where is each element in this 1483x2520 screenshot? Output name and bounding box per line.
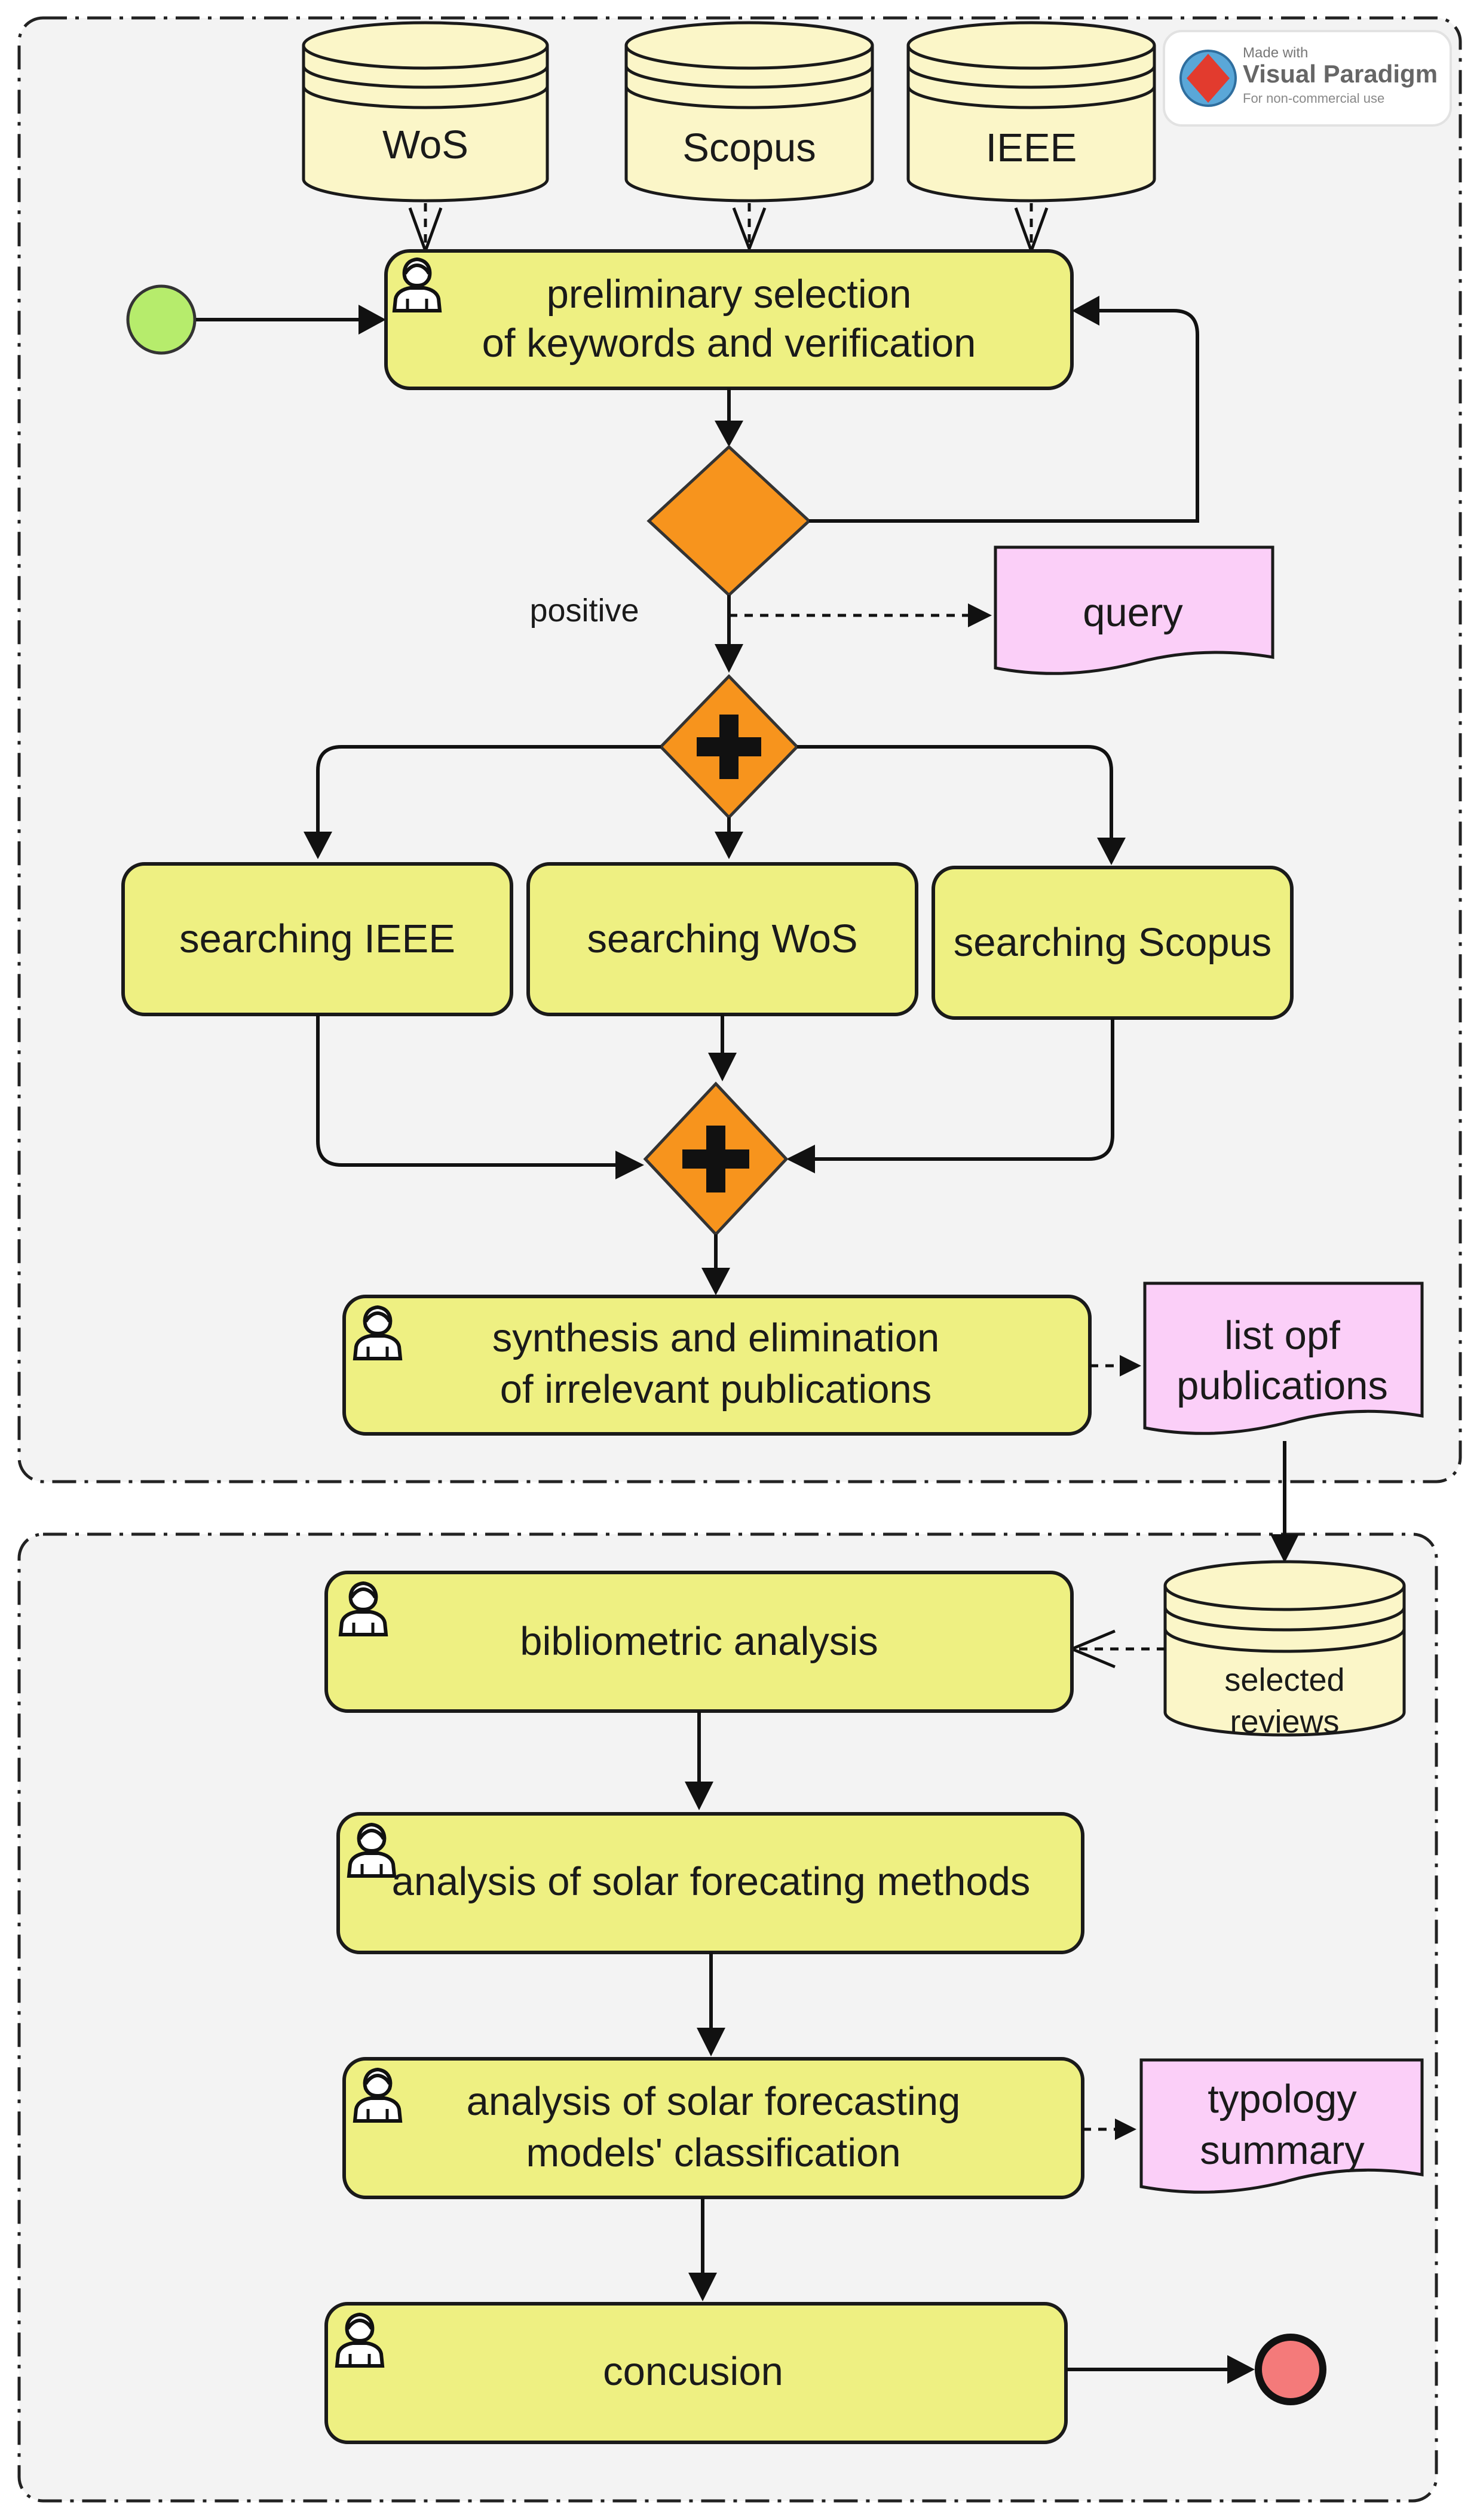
document-typology-summary: typology summary bbox=[1139, 2058, 1424, 2194]
svg-text:typology: typology bbox=[1208, 2077, 1357, 2122]
flow-conclusion-to-end bbox=[1066, 2355, 1255, 2384]
task-searching-ieee[interactable]: searching IEEE bbox=[121, 862, 513, 1016]
visual-paradigm-watermark: Made with Visual Paradigm For non-commer… bbox=[1163, 30, 1452, 127]
svg-text:reviews: reviews bbox=[1230, 1704, 1339, 1740]
svg-text:analysis of solar forecasting: analysis of solar forecasting bbox=[467, 2079, 961, 2124]
positive-label: positive bbox=[529, 593, 639, 629]
flow-loop-back bbox=[809, 296, 1199, 523]
task-searching-wos[interactable]: searching WoS bbox=[526, 862, 918, 1016]
svg-text:selected: selected bbox=[1224, 1662, 1344, 1698]
svg-text:For non-commercial use: For non-commercial use bbox=[1243, 91, 1384, 106]
datastore-label: WoS bbox=[382, 122, 468, 167]
flows-fork-to-searches bbox=[304, 745, 1126, 865]
association-to-list bbox=[1090, 1355, 1141, 1377]
svg-text:of irrelevant publications: of irrelevant publications bbox=[500, 1367, 932, 1412]
task-conclusion[interactable]: concusion bbox=[324, 2302, 1068, 2444]
task-bibliometric-analysis[interactable]: bibliometric analysis bbox=[324, 1571, 1074, 1713]
flow-join-to-synthesis bbox=[701, 1234, 730, 1295]
datastore-wos: WoS bbox=[302, 21, 549, 203]
datastore-label: Scopus bbox=[682, 125, 816, 170]
document-list-of-publications: list opf publications bbox=[1143, 1282, 1424, 1435]
plus-icon bbox=[697, 715, 761, 779]
association-to-typology bbox=[1083, 2119, 1136, 2140]
flow-methods-to-classification bbox=[697, 1952, 725, 2056]
task-searching-scopus[interactable]: searching Scopus bbox=[932, 866, 1294, 1020]
svg-text:bibliometric analysis: bibliometric analysis bbox=[520, 1619, 878, 1664]
svg-text:query: query bbox=[1083, 590, 1183, 635]
flow-decision-to-fork bbox=[715, 595, 743, 673]
flow-classification-to-conclusion bbox=[688, 2197, 717, 2301]
svg-text:summary: summary bbox=[1200, 2128, 1365, 2173]
flow-start-to-preliminary bbox=[196, 305, 386, 335]
pool-analysis-phase bbox=[17, 1532, 1438, 2503]
svg-text:preliminary selection: preliminary selection bbox=[547, 272, 912, 317]
svg-text:Visual Paradigm: Visual Paradigm bbox=[1243, 60, 1438, 88]
document-query: query bbox=[994, 545, 1274, 675]
datastore-ieee: IEEE bbox=[906, 21, 1156, 203]
svg-text:list opf: list opf bbox=[1224, 1313, 1340, 1358]
datastore-label: IEEE bbox=[986, 125, 1077, 170]
datastore-scopus: Scopus bbox=[624, 21, 874, 203]
flow-preliminary-to-decision bbox=[715, 388, 743, 447]
flows-searches-to-join bbox=[316, 1014, 1114, 1179]
svg-text:Made with: Made with bbox=[1243, 45, 1308, 61]
svg-text:concusion: concusion bbox=[603, 2349, 783, 2394]
svg-text:searching IEEE: searching IEEE bbox=[179, 916, 455, 961]
plus-icon bbox=[682, 1126, 749, 1192]
task-solar-forecasting-methods[interactable]: analysis of solar forecating methods bbox=[336, 1812, 1084, 1954]
svg-text:models' classification: models' classification bbox=[526, 2130, 900, 2175]
svg-text:searching Scopus: searching Scopus bbox=[954, 920, 1272, 965]
svg-text:publications: publications bbox=[1176, 1363, 1388, 1408]
svg-text:searching WoS: searching WoS bbox=[587, 916, 857, 961]
datastore-selected-reviews: selected reviews bbox=[1163, 1560, 1406, 1740]
end-event[interactable] bbox=[1255, 2334, 1326, 2405]
start-event[interactable] bbox=[126, 284, 197, 355]
flow-bibliometric-to-methods bbox=[685, 1711, 713, 1810]
flow-list-to-selected-reviews bbox=[1270, 1441, 1299, 1563]
svg-text:analysis of solar forecating m: analysis of solar forecating methods bbox=[392, 1859, 1031, 1904]
svg-text:of keywords and verification: of keywords and verification bbox=[482, 321, 976, 366]
association-to-query bbox=[729, 603, 992, 627]
visual-paradigm-logo-icon bbox=[1187, 54, 1230, 103]
task-preliminary-selection[interactable]: preliminary selection of keywords and ve… bbox=[384, 249, 1074, 390]
svg-text:synthesis and elimination: synthesis and elimination bbox=[492, 1316, 940, 1360]
task-models-classification[interactable]: analysis of solar forecasting models' cl… bbox=[342, 2057, 1084, 2199]
task-synthesis-elimination[interactable]: synthesis and elimination of irrelevant … bbox=[342, 1295, 1092, 1436]
